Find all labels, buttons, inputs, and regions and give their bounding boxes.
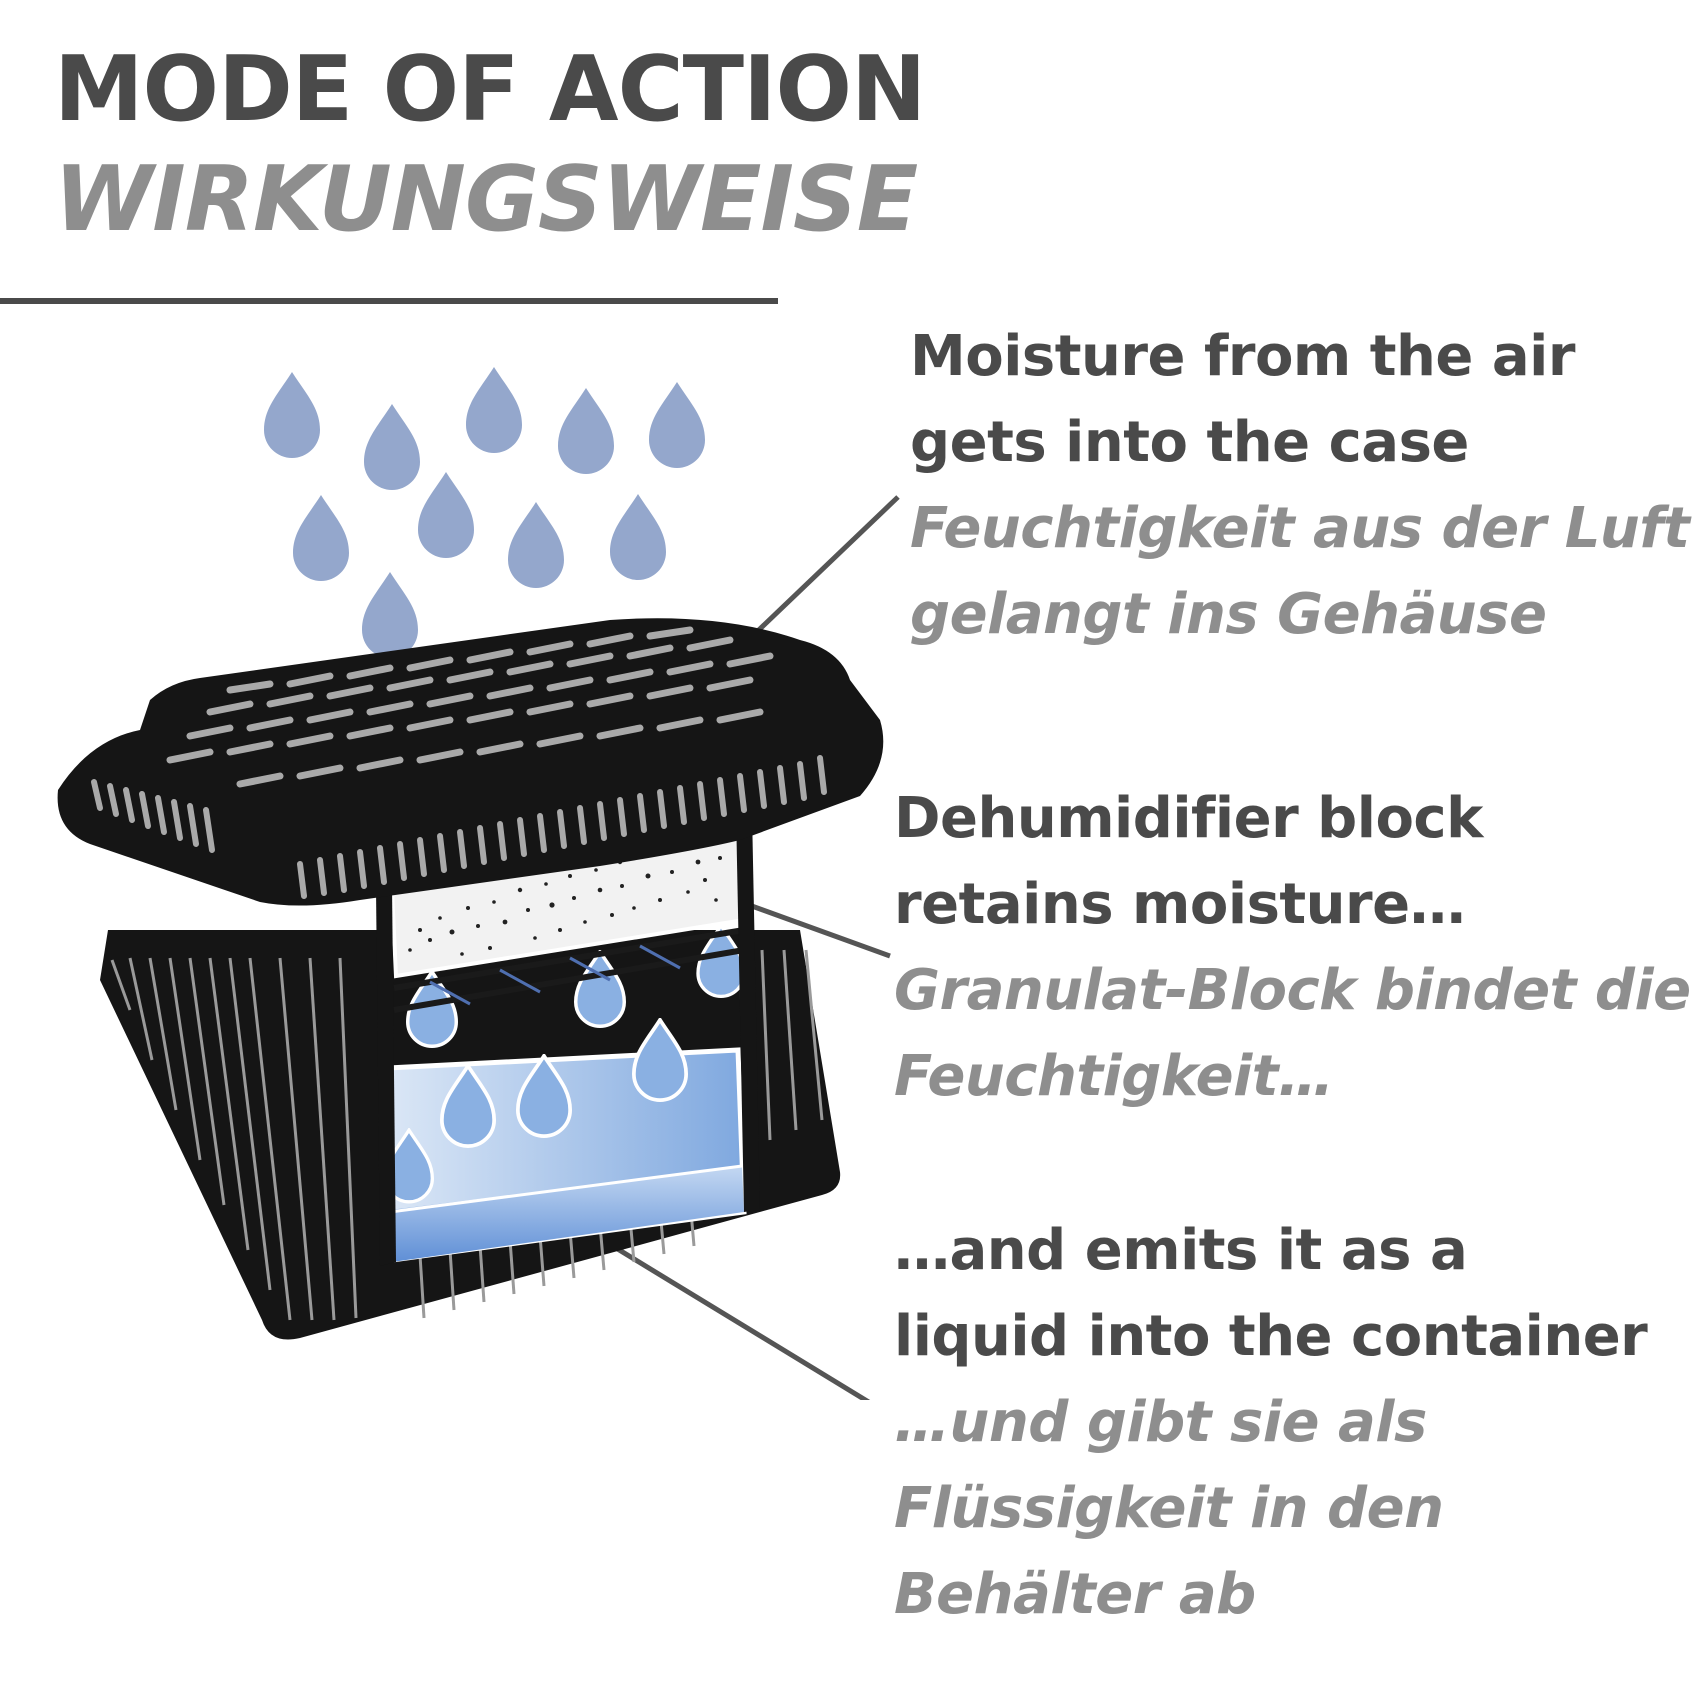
water-drop-icon [293, 495, 349, 581]
caption-block-retains: Dehumidifier block retains moisture… Gra… [894, 776, 1691, 1120]
dehumidifier-illustration [57, 367, 900, 1400]
page-subtitle: WIRKUNGSWEISE [54, 147, 918, 252]
caption-en: Dehumidifier block retains moisture… [894, 786, 1483, 937]
water-drop-icon [649, 382, 705, 468]
title-divider [0, 298, 778, 304]
water-drop-icon [418, 472, 474, 558]
caption-de: Feuchtigkeit aus der Luft gelangt ins Ge… [910, 496, 1690, 647]
caption-de: …und gibt sie als Flüssigkeit in den Beh… [894, 1390, 1444, 1627]
water-drop-icon [610, 494, 666, 580]
caption-de: Granulat-Block bindet die Feuchtigkeit… [894, 958, 1691, 1109]
water-drop-icon [558, 388, 614, 474]
water-drop-icon [364, 404, 420, 490]
falling-drops [264, 367, 705, 658]
leader-line-top [740, 495, 900, 648]
caption-air-moisture: Moisture from the air gets into the case… [910, 314, 1690, 658]
caption-emits-liquid: …and emits it as a liquid into the conta… [894, 1208, 1648, 1638]
caption-en: Moisture from the air gets into the case [910, 324, 1575, 475]
dehumidifier-case-icon [57, 618, 884, 1340]
water-drop-icon [508, 502, 564, 588]
water-drop-icon [362, 572, 418, 658]
caption-en: …and emits it as a liquid into the conta… [894, 1218, 1648, 1369]
water-drop-icon [264, 372, 320, 458]
water-drop-icon [466, 367, 522, 453]
page-title: MODE OF ACTION [54, 37, 926, 142]
